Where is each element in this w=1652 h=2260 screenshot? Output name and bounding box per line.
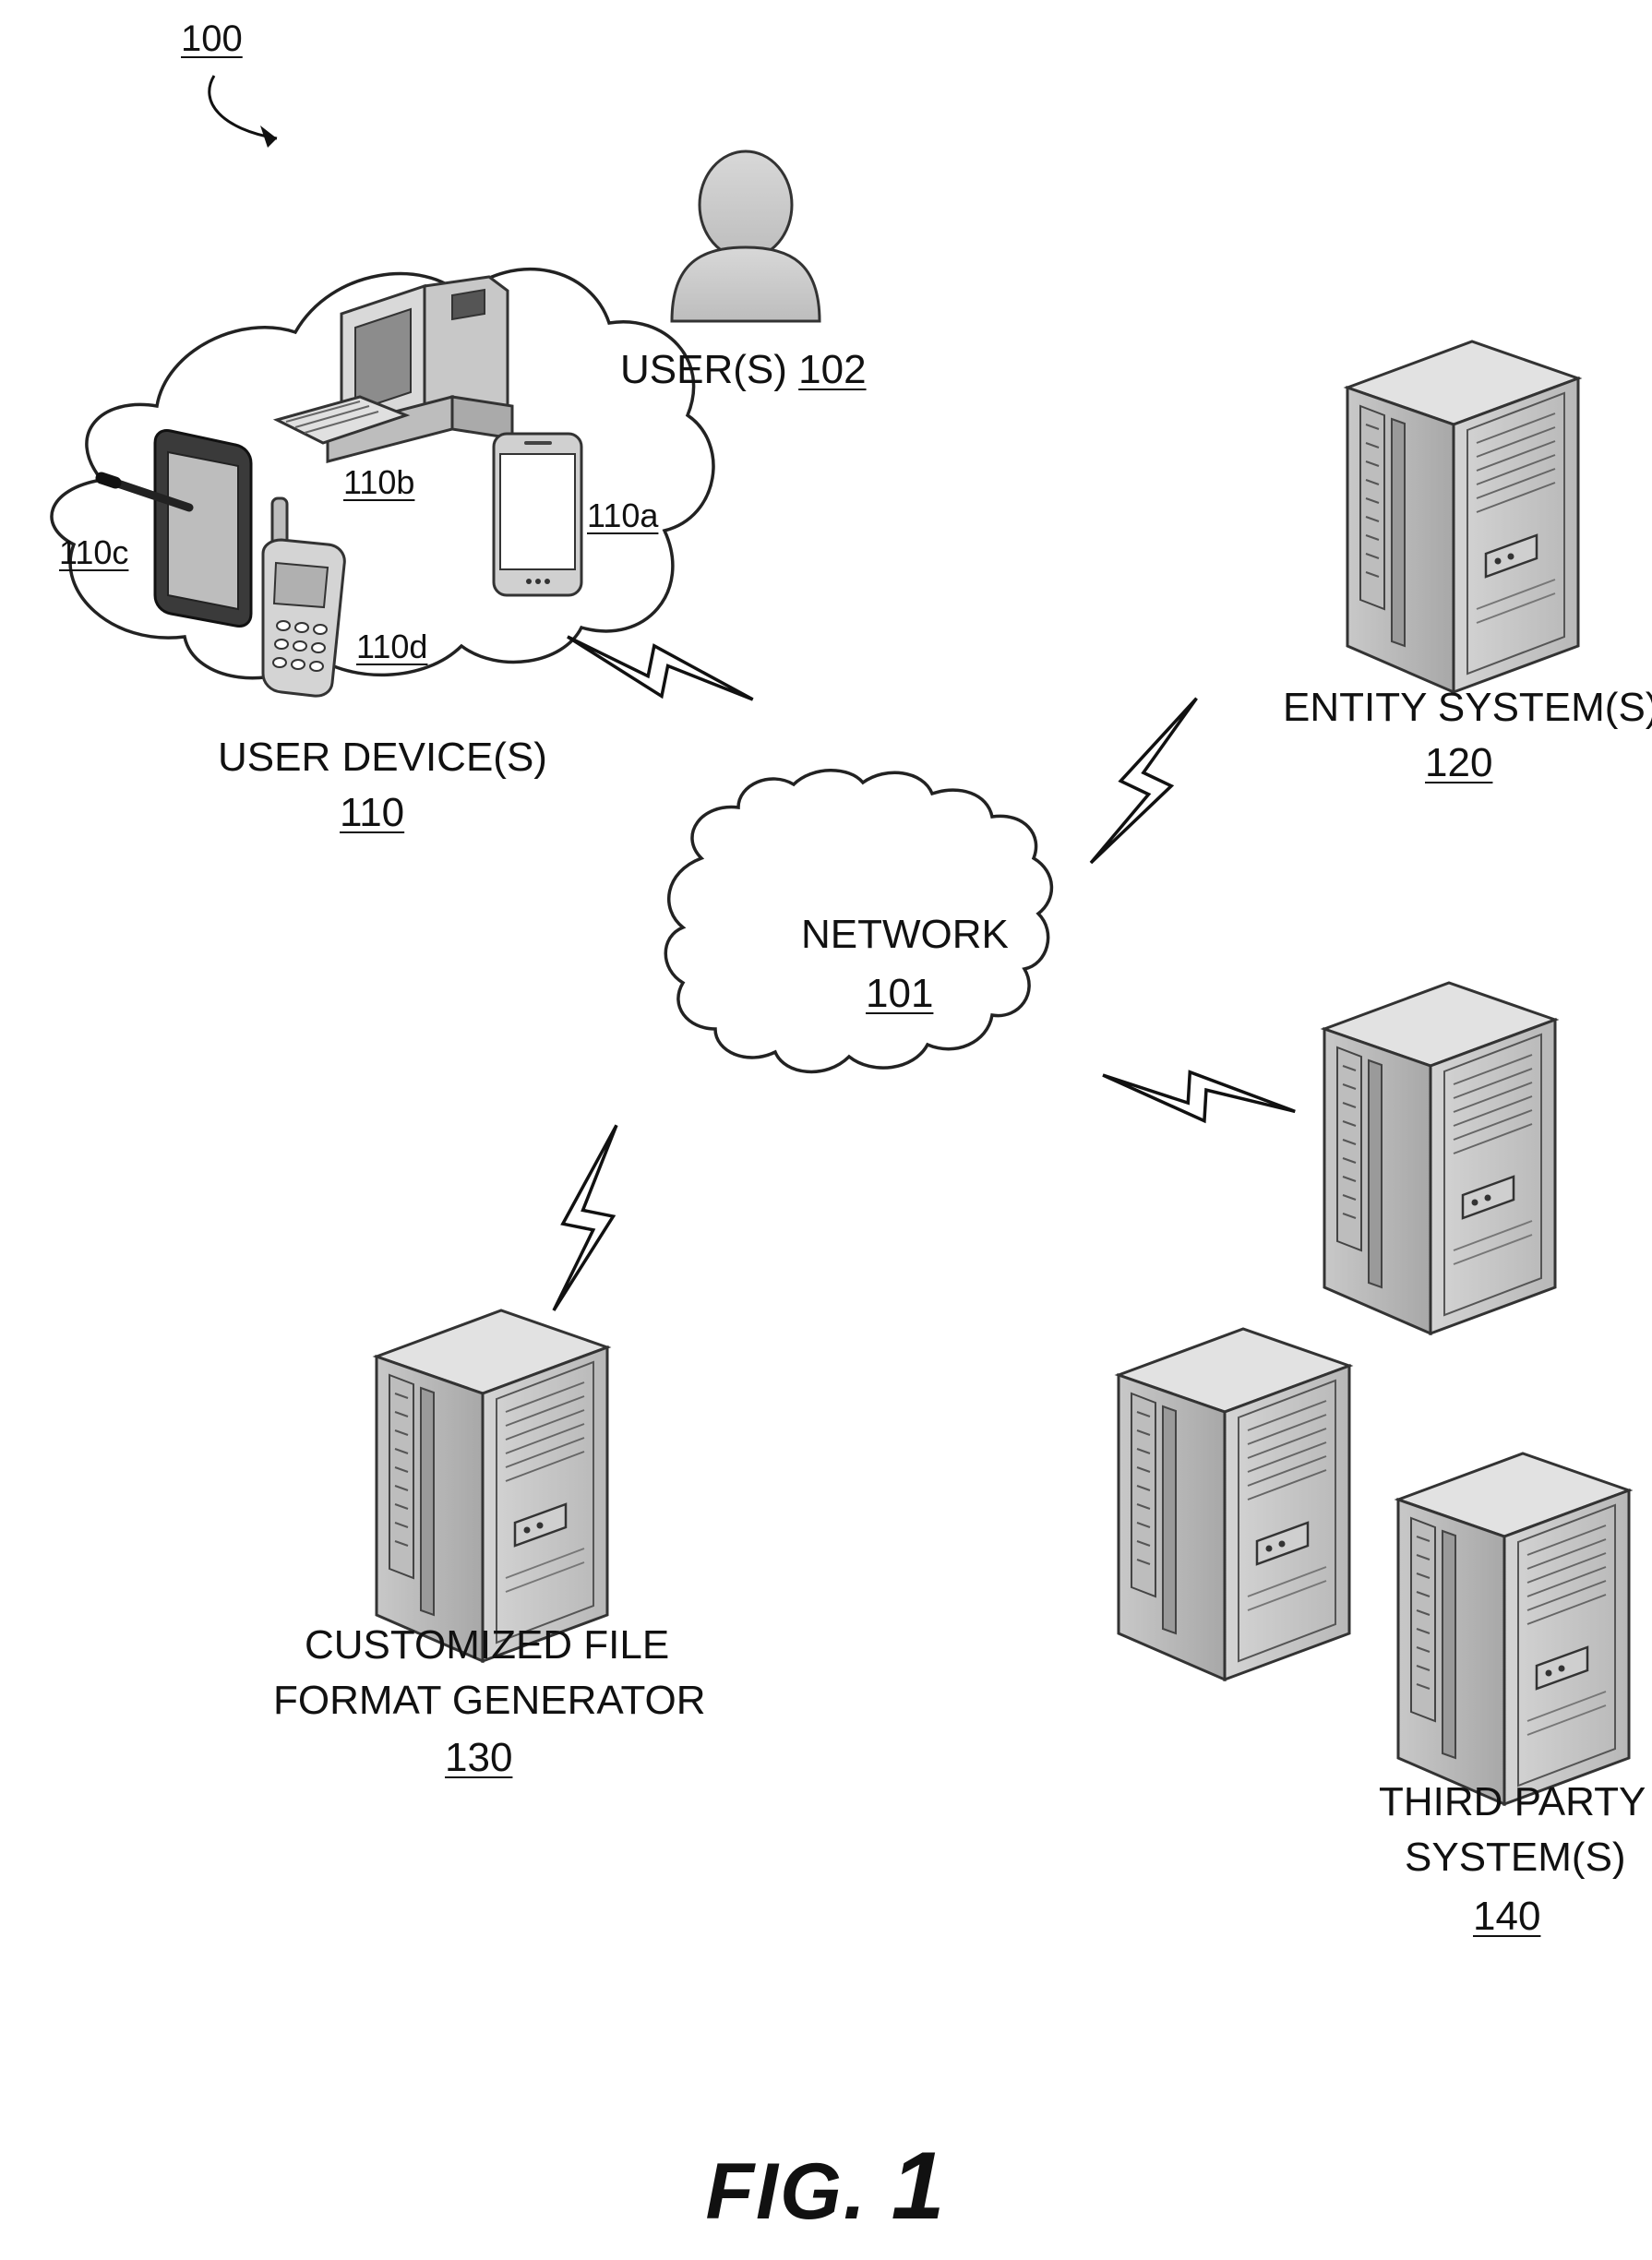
user-label-text: USER(S) xyxy=(620,347,787,392)
third-party-server-icon-1 xyxy=(1324,983,1555,1333)
device-ref-110a: 110a xyxy=(587,496,658,535)
user-devices-label: USER DEVICE(S) xyxy=(218,735,547,781)
user-label: USER(S) 102 xyxy=(620,347,867,393)
user-ref: 102 xyxy=(798,347,866,392)
device-ref-110b: 110b xyxy=(343,463,414,502)
device-ref-110d: 110d xyxy=(356,628,427,666)
generator-server-icon xyxy=(377,1310,607,1661)
generator-label-line1: CUSTOMIZED FILE xyxy=(305,1622,669,1668)
figure-caption-prefix: FIG. xyxy=(706,2147,868,2236)
third-party-label-line1: THIRD PARTY xyxy=(1379,1779,1646,1825)
generator-ref: 130 xyxy=(445,1735,512,1781)
link-bolt-entity xyxy=(1051,699,1237,863)
ref-arrow xyxy=(209,76,277,138)
link-bolt-third-party xyxy=(1103,1019,1295,1167)
entity-server-icon xyxy=(1347,341,1578,692)
link-bolt-generator xyxy=(503,1125,667,1310)
figure-caption-number: 1 xyxy=(892,2133,947,2240)
user-person-icon xyxy=(672,151,820,321)
third-party-server-icon-2 xyxy=(1119,1329,1349,1680)
network-ref: 101 xyxy=(866,971,933,1017)
user-devices-ref: 110 xyxy=(340,790,404,836)
generator-label-line2: FORMAT GENERATOR xyxy=(273,1678,706,1724)
figure-ref: 100 xyxy=(181,18,243,60)
smartphone-icon xyxy=(494,434,581,595)
third-party-server-icon-3 xyxy=(1398,1453,1629,1804)
third-party-ref: 140 xyxy=(1473,1894,1540,1940)
entity-system-ref: 120 xyxy=(1425,740,1492,786)
device-ref-110c: 110c xyxy=(59,533,128,572)
entity-system-label: ENTITY SYSTEM(S) xyxy=(1283,685,1652,731)
network-label: NETWORK xyxy=(801,912,1009,958)
figure-caption: FIG. 1 xyxy=(0,2132,1652,2242)
third-party-label-line2: SYSTEM(S) xyxy=(1405,1835,1626,1881)
